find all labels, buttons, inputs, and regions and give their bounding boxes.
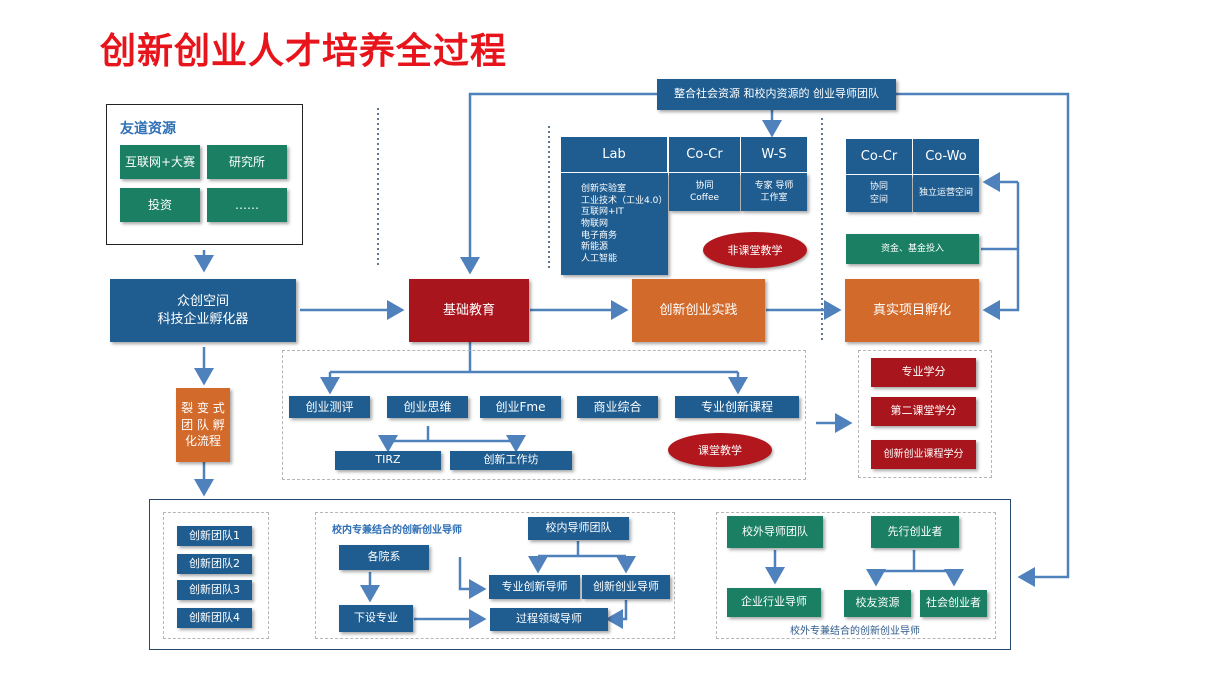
class-teaching-badge: 课堂教学	[668, 433, 772, 467]
mentor-team-box: 整合社会资源 和校内资源的 创业导师团队	[657, 79, 896, 110]
lab-list: 创新实验室 工业技术（工业4.0） 互联网+IT 物联网 电子商务 新能源 人工…	[561, 173, 668, 275]
pioneer-box: 先行创业者	[871, 516, 959, 548]
resource-label: 友道资源	[120, 121, 176, 137]
cocr1-header: Co-Cr	[669, 137, 740, 172]
inner-mentor-team: 校内导师团队	[528, 517, 629, 540]
sub-course-workshop: 创新工作坊	[450, 451, 572, 470]
social-founder-box: 社会创业者	[920, 590, 987, 617]
credit-second-class: 第二课堂学分	[871, 397, 976, 426]
teams-panel	[163, 512, 269, 639]
course-thinking: 创业思维	[387, 396, 468, 418]
cocr1-sub: 协同 Coffee	[669, 173, 740, 211]
fission-box: 裂 变 式 团 队 孵 化流程	[176, 388, 230, 462]
basic-education-box: 基础教育	[409, 279, 529, 342]
mentor-panel	[149, 499, 1011, 650]
ws-sub: 专家 导师 工作室	[741, 173, 807, 211]
cowo-header: Co-Wo	[913, 139, 979, 174]
team-1: 创新团队1	[177, 526, 252, 546]
resource-more: ……	[207, 188, 287, 222]
resource-internet-plus: 互联网+大赛	[120, 145, 200, 179]
courses-panel	[282, 350, 806, 480]
page-title: 创新创业人才培养全过程	[100, 31, 508, 72]
inner-mentor-label: 校内专兼结合的创新创业导师	[332, 525, 462, 536]
sub-course-tirz: TIRZ	[335, 451, 441, 470]
resource-investment: 投资	[120, 188, 200, 222]
outer-mentor-label: 校外专兼结合的创新创业导师	[790, 626, 920, 637]
credit-major: 专业学分	[871, 358, 976, 387]
lower-major-box: 下设专业	[339, 605, 413, 632]
cowo-sub: 独立运营空间	[913, 175, 979, 212]
outer-mentor-panel	[716, 512, 996, 639]
industry-mentor: 企业行业导师	[727, 588, 821, 617]
course-assessment: 创业测评	[289, 396, 370, 418]
real-project-box: 真实项目孵化	[845, 279, 979, 342]
team-4: 创新团队4	[177, 608, 252, 628]
resource-institute: 研究所	[207, 145, 287, 179]
cocr2-header: Co-Cr	[846, 139, 912, 174]
alumni-box: 校友资源	[844, 590, 911, 617]
course-fme: 创业Fme	[480, 396, 561, 418]
credits-panel	[858, 350, 992, 478]
team-2: 创新团队2	[177, 554, 252, 574]
cocr2-sub: 协同 空间	[846, 175, 912, 212]
ws-header: W-S	[741, 137, 807, 172]
lab-header: Lab	[561, 137, 668, 172]
outer-mentor-team: 校外导师团队	[727, 516, 823, 548]
major-innovation-mentor: 专业创新导师	[489, 575, 580, 599]
incubator-box: 众创空间 科技企业孵化器	[110, 279, 296, 342]
credit-ie-course: 创新创业课程学分	[871, 440, 976, 469]
inner-mentor-panel	[315, 512, 675, 639]
fund-box: 资金、基金投入	[846, 234, 979, 264]
non-class-teaching-badge: 非课堂教学	[703, 232, 807, 268]
practice-box: 创新创业实践	[632, 279, 765, 342]
course-business: 商业综合	[577, 396, 658, 418]
team-3: 创新团队3	[177, 580, 252, 600]
process-mentor: 过程领域导师	[490, 608, 608, 631]
departments-box: 各院系	[339, 545, 429, 570]
course-major-innovation: 专业创新课程	[675, 396, 799, 418]
ie-mentor: 创新创业导师	[582, 575, 670, 599]
